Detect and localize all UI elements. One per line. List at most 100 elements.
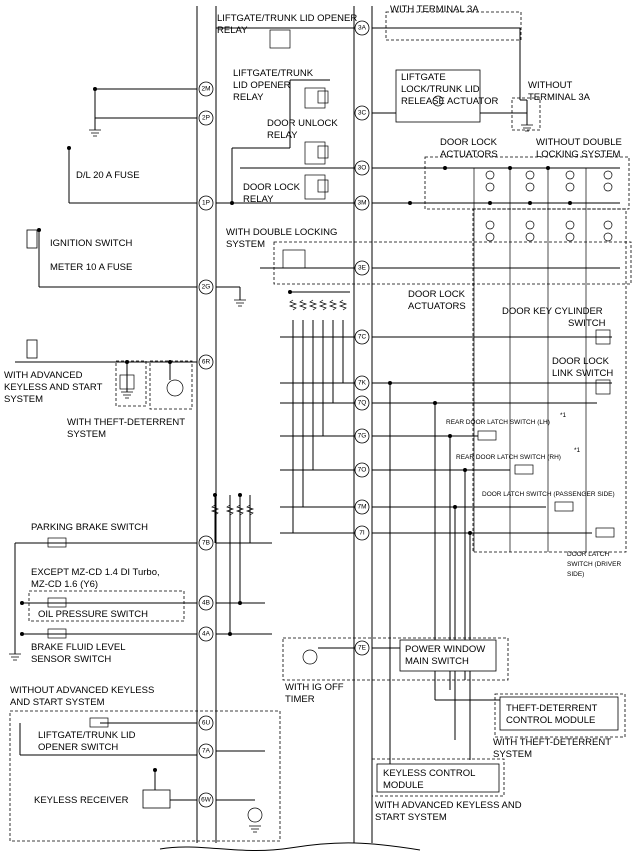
svg-text:WITH DOUBLE LOCKING: WITH DOUBLE LOCKING	[226, 227, 337, 238]
svg-text:7Q: 7Q	[358, 400, 367, 407]
pin-1P: 1P	[198, 195, 214, 211]
svg-text:DOOR LOCK: DOOR LOCK	[243, 182, 301, 193]
pin-6U: 6U	[198, 715, 214, 731]
svg-text:MODULE: MODULE	[383, 780, 424, 791]
svg-text:WITH IG OFF: WITH IG OFF	[285, 682, 344, 693]
wiring	[14, 27, 620, 801]
svg-text:WITHOUT ADVANCED KEYLESS: WITHOUT ADVANCED KEYLESS	[10, 685, 154, 696]
pin-2G: 2G	[198, 279, 214, 295]
svg-text:KEYLESS RECEIVER: KEYLESS RECEIVER	[34, 795, 129, 806]
svg-text:6W: 6W	[201, 797, 212, 804]
svg-text:WITH TERMINAL 3A: WITH TERMINAL 3A	[390, 4, 479, 15]
pin-7Q: 7Q	[354, 395, 370, 411]
svg-text:7I: 7I	[359, 530, 365, 537]
svg-text:3A: 3A	[358, 25, 367, 32]
svg-text:WITH THEFT-DETERRENT: WITH THEFT-DETERRENT	[493, 737, 611, 748]
svg-text:REAR DOOR LATCH SWITCH (RH): REAR DOOR LATCH SWITCH (RH)	[456, 454, 561, 461]
svg-text:SENSOR SWITCH: SENSOR SWITCH	[31, 654, 111, 665]
svg-text:D/L 20 A FUSE: D/L 20 A FUSE	[76, 170, 140, 181]
svg-text:DOOR LOCK: DOOR LOCK	[440, 137, 498, 148]
pin-3E: 3E	[354, 260, 370, 276]
switch-symbols	[47, 249, 615, 728]
svg-text:7G: 7G	[358, 433, 367, 440]
svg-text:KEYLESS CONTROL: KEYLESS CONTROL	[383, 768, 475, 779]
pin-2P: 2P	[198, 110, 214, 126]
svg-text:DOOR LOCK: DOOR LOCK	[408, 289, 466, 300]
svg-text:RELEASE ACTUATOR: RELEASE ACTUATOR	[401, 96, 498, 107]
pin-7G: 7G	[354, 428, 370, 444]
svg-text:3M: 3M	[357, 200, 366, 207]
pin-6R: 6R	[198, 354, 214, 370]
pin-7B: 7B	[198, 535, 214, 551]
svg-text:LINK SWITCH: LINK SWITCH	[552, 368, 613, 379]
svg-text:*1: *1	[574, 447, 581, 454]
resistor-bank	[210, 299, 348, 516]
pin-3C: 3C	[354, 105, 370, 121]
pin-7I: 7I	[354, 525, 370, 541]
svg-text:LIFTGATE: LIFTGATE	[401, 72, 446, 83]
svg-text:IGNITION SWITCH: IGNITION SWITCH	[50, 238, 132, 249]
svg-text:WITH ADVANCED KEYLESS AND: WITH ADVANCED KEYLESS AND	[375, 800, 522, 811]
svg-text:WITH ADVANCED: WITH ADVANCED	[4, 370, 83, 381]
svg-text:CONTROL MODULE: CONTROL MODULE	[506, 715, 595, 726]
pin-7C: 7C	[354, 329, 370, 345]
svg-text:ACTUATORS: ACTUATORS	[440, 149, 498, 160]
svg-text:THEFT-DETERRENT: THEFT-DETERRENT	[506, 703, 598, 714]
svg-text:TIMER: TIMER	[285, 694, 315, 705]
svg-text:7C: 7C	[358, 334, 367, 341]
svg-text:3C: 3C	[358, 110, 367, 117]
svg-text:6R: 6R	[202, 359, 211, 366]
svg-text:PARKING BRAKE SWITCH: PARKING BRAKE SWITCH	[31, 522, 148, 533]
svg-text:7M: 7M	[357, 504, 366, 511]
pin-7K: 7K	[354, 375, 370, 391]
junction-dots	[20, 87, 572, 772]
relay-symbols	[269, 29, 329, 200]
svg-text:METER 10 A FUSE: METER 10 A FUSE	[50, 262, 132, 273]
svg-text:REAR DOOR LATCH SWITCH (LH): REAR DOOR LATCH SWITCH (LH)	[446, 419, 550, 426]
pin-6W: 6W	[198, 792, 214, 808]
module-outline	[159, 6, 421, 852]
svg-text:MAIN SWITCH: MAIN SWITCH	[405, 656, 469, 667]
svg-text:BRAKE FLUID LEVEL: BRAKE FLUID LEVEL	[31, 642, 126, 653]
svg-text:DOOR LATCH SWITCH (PASSENGER S: DOOR LATCH SWITCH (PASSENGER SIDE)	[482, 491, 615, 498]
svg-text:DOOR UNLOCK: DOOR UNLOCK	[267, 118, 338, 129]
svg-text:SYSTEM: SYSTEM	[493, 749, 532, 760]
pins: 3A 3C 3O 3M 3E 2M 2P 1P 2G 6R 7C 7K 7Q 7…	[198, 20, 370, 808]
labels: LIFTGATE/TRUNK LID OPENER RELAY WITH TER…	[4, 4, 622, 823]
svg-text:RELAY: RELAY	[267, 130, 298, 141]
svg-text:7O: 7O	[358, 467, 367, 474]
svg-text:DOOR KEY CYLINDER: DOOR KEY CYLINDER	[502, 306, 603, 317]
svg-text:3E: 3E	[358, 265, 367, 272]
svg-text:OPENER SWITCH: OPENER SWITCH	[38, 742, 118, 753]
pin-7M: 7M	[354, 499, 370, 515]
svg-text:7E: 7E	[358, 645, 367, 652]
svg-text:TERMINAL 3A: TERMINAL 3A	[528, 92, 591, 103]
svg-text:4B: 4B	[202, 600, 210, 607]
svg-text:SIDE): SIDE)	[567, 571, 584, 578]
svg-text:2P: 2P	[202, 115, 210, 122]
svg-text:7K: 7K	[358, 380, 367, 387]
svg-text:7A: 7A	[202, 748, 211, 755]
svg-text:SYSTEM: SYSTEM	[226, 239, 265, 250]
pin-4A: 4A	[198, 626, 214, 642]
label-liftgate-relay-top: LIFTGATE/TRUNK LID OPENER	[217, 13, 357, 24]
svg-text:AND START SYSTEM: AND START SYSTEM	[10, 697, 105, 708]
svg-text:ACTUATORS: ACTUATORS	[408, 301, 466, 312]
svg-text:DOOR LATCH: DOOR LATCH	[567, 551, 609, 558]
pin-3M: 3M	[354, 195, 370, 211]
svg-text:OIL PRESSURE SWITCH: OIL PRESSURE SWITCH	[38, 609, 148, 620]
svg-text:WITHOUT: WITHOUT	[528, 80, 573, 91]
svg-text:WITH THEFT-DETERRENT: WITH THEFT-DETERRENT	[67, 417, 185, 428]
svg-text:DOOR LOCK: DOOR LOCK	[552, 356, 610, 367]
svg-text:LIFTGATE/TRUNK: LIFTGATE/TRUNK	[233, 68, 314, 79]
svg-text:LIFTGATE/TRUNK LID: LIFTGATE/TRUNK LID	[38, 730, 136, 741]
svg-text:2G: 2G	[202, 284, 211, 291]
svg-text:MZ-CD 1.6 (Y6): MZ-CD 1.6 (Y6)	[31, 579, 98, 590]
svg-text:7B: 7B	[202, 540, 210, 547]
svg-text:KEYLESS AND START: KEYLESS AND START	[4, 382, 103, 393]
svg-text:1P: 1P	[202, 200, 210, 207]
pin-7E: 7E	[354, 640, 370, 656]
pin-4B: 4B	[198, 595, 214, 611]
svg-text:LID OPENER: LID OPENER	[233, 80, 291, 91]
